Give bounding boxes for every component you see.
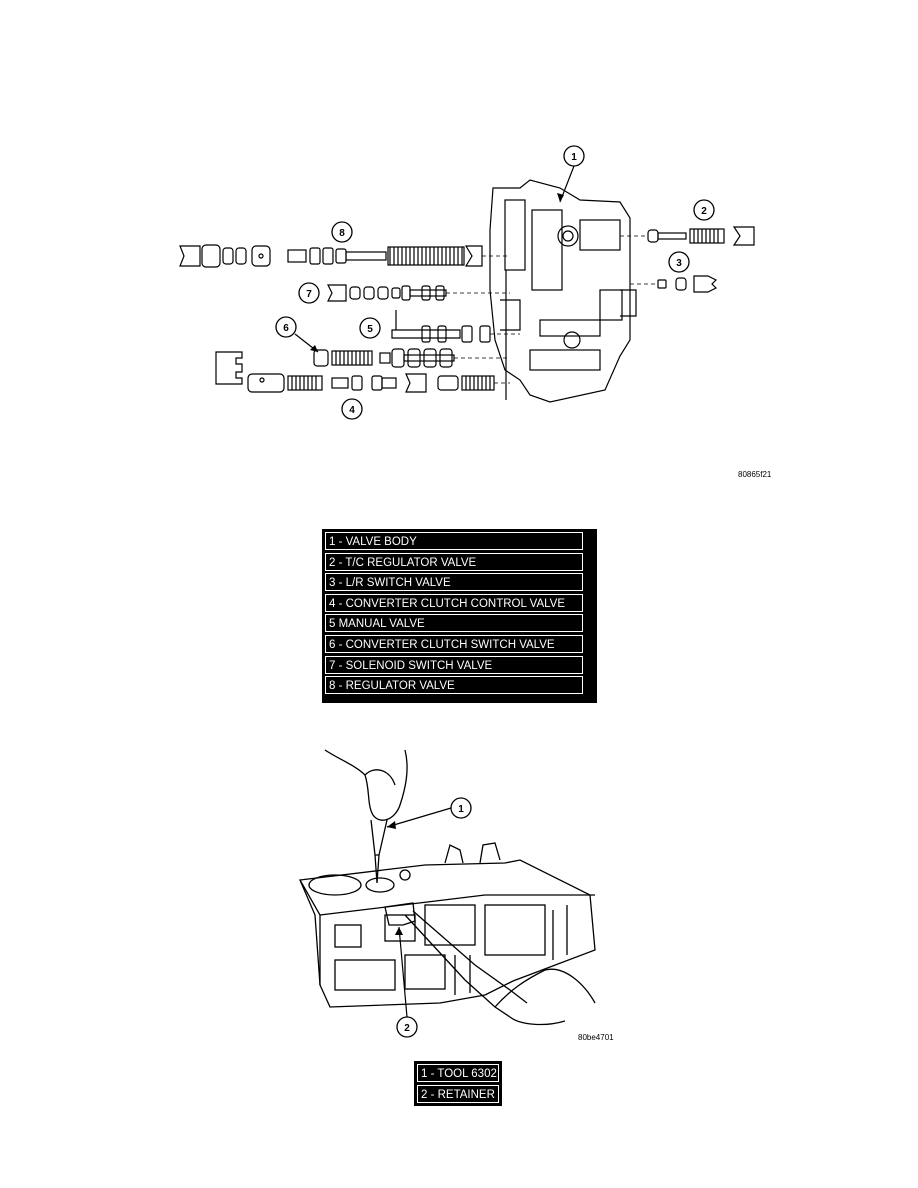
legend-item: 5 MANUAL VALVE xyxy=(325,614,583,633)
converter-clutch-switch-valve-plug xyxy=(313,349,329,367)
legend-item: 6 - CONVERTER CLUTCH SWITCH VALVE xyxy=(325,634,583,653)
callout-4: 4 xyxy=(349,405,355,416)
callout-5: 5 xyxy=(367,324,373,335)
callout-2: 2 xyxy=(404,1023,410,1034)
callout-1: 1 xyxy=(571,152,577,163)
legend-item: 2 - T/C REGULATOR VALVE xyxy=(325,552,583,571)
legend-item: 4 - CONVERTER CLUTCH CONTROL VALVE xyxy=(325,593,583,612)
valve-body-outline xyxy=(489,179,631,403)
lr-switch-valve-retainer xyxy=(693,275,718,293)
pliers xyxy=(404,914,511,1018)
retainer-legend: 1 - TOOL 6302 2 - RETAINER xyxy=(414,1061,502,1106)
figure-code: 80be4701 xyxy=(578,1033,614,1042)
valve-body-block xyxy=(299,859,596,1008)
callout-2: 2 xyxy=(701,206,707,217)
valve-body-legend: 1 - VALVE BODY 2 - T/C REGULATOR VALVE 3… xyxy=(322,529,597,703)
callout-7: 7 xyxy=(306,289,312,300)
legend-item: 8 - REGULATOR VALVE xyxy=(325,676,583,695)
regulator-valve-retainer xyxy=(179,245,201,267)
valve-body-exploded-diagram: 1 2 3 4 5 6 7 8 xyxy=(179,145,755,420)
callout-1: 1 xyxy=(458,804,464,815)
legend-item: 7 - SOLENOID SWITCH VALVE xyxy=(325,655,583,674)
tool-6302 xyxy=(370,819,388,856)
callout-3: 3 xyxy=(676,258,682,269)
retainer-clip xyxy=(384,902,416,926)
retainer-removal-diagram: 1 2 xyxy=(299,749,596,1038)
converter-clutch-control-retainer xyxy=(215,351,243,385)
legend-item: 1 - TOOL 6302 xyxy=(417,1064,499,1082)
manual-valve xyxy=(391,310,461,339)
legend-item: 2 - RETAINER xyxy=(417,1084,499,1103)
callout-6: 6 xyxy=(283,323,289,334)
legend-item: 1 - VALVE BODY xyxy=(325,532,583,550)
tc-regulator-valve-retainer xyxy=(732,226,755,246)
legend-item: 3 - L/R SWITCH VALVE xyxy=(325,573,583,592)
callout-8: 8 xyxy=(339,228,345,239)
regulator-valve-spring xyxy=(389,247,463,265)
figure-code: 80865f21 xyxy=(738,470,772,479)
hand xyxy=(324,749,408,821)
